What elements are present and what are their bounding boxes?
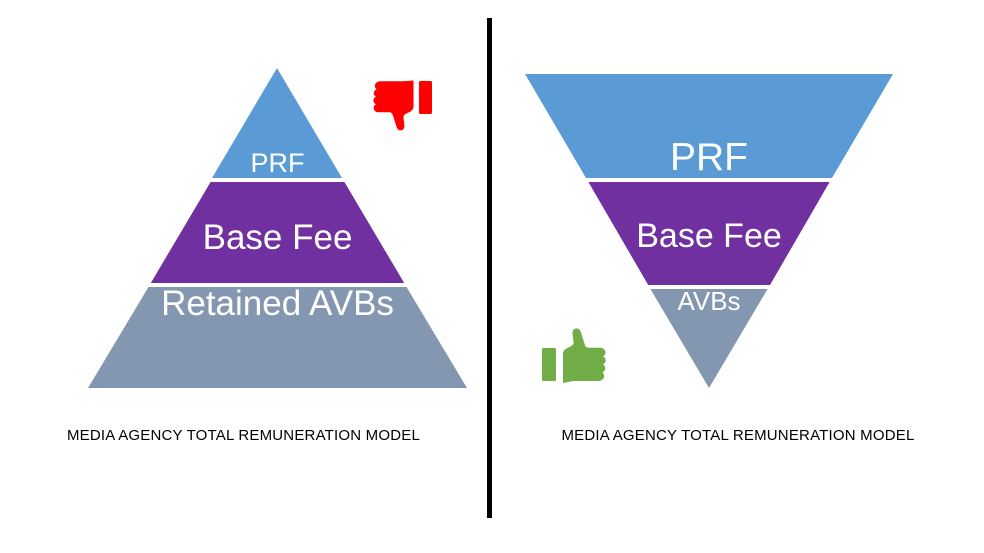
band-base-fee-shape bbox=[150, 182, 405, 283]
band-prf-shape bbox=[525, 74, 893, 178]
band-prf-shape bbox=[212, 68, 342, 178]
inverted-pyramid-svg bbox=[525, 74, 893, 388]
band-retained-avbs-shape bbox=[88, 287, 467, 388]
caption-left: MEDIA AGENCY TOTAL REMUNERATION MODEL bbox=[66, 427, 421, 444]
caption-right: MEDIA AGENCY TOTAL REMUNERATION MODEL bbox=[561, 427, 915, 444]
band-avbs-shape bbox=[650, 289, 768, 388]
band-base-fee-shape bbox=[588, 182, 830, 285]
thumbs-down-icon bbox=[373, 80, 432, 131]
panel-right: PRF Base Fee AVBs MEDIA AGENCY TOTAL REM… bbox=[492, 0, 984, 553]
upright-pyramid-svg bbox=[88, 68, 467, 388]
panel-left: PRF Base Fee Retained AVBs MEDIA AGENCY … bbox=[0, 0, 487, 553]
thumbs-up-icon bbox=[542, 328, 606, 383]
panel-separator bbox=[487, 18, 492, 518]
